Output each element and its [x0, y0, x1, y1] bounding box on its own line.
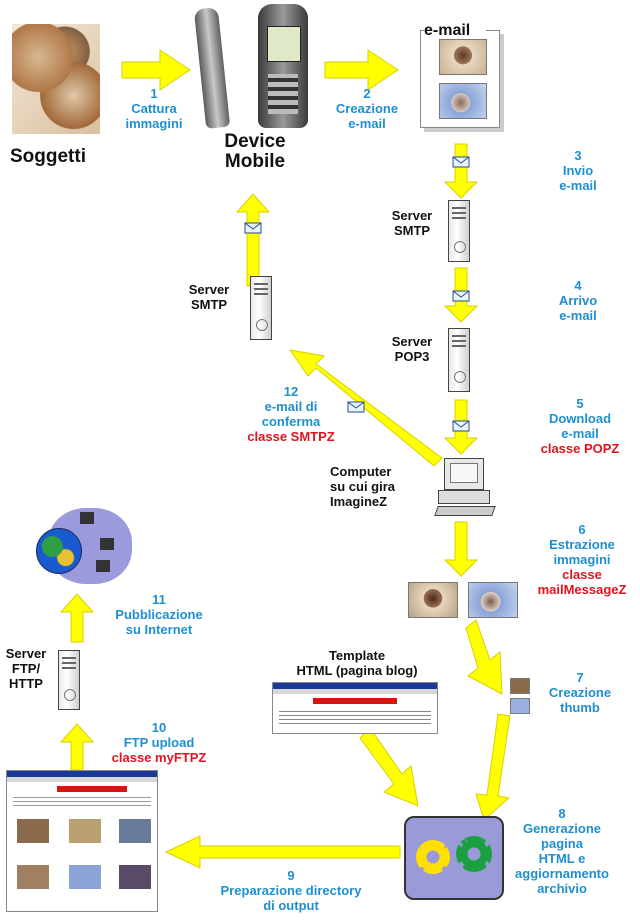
- soggetti-label: Soggetti: [10, 146, 86, 167]
- template-banner: [313, 698, 397, 704]
- arrow-up-device: [235, 193, 271, 287]
- template-page-thumbnail: [272, 682, 438, 734]
- blog-thumb: [119, 865, 151, 889]
- network-computer-icon: [100, 538, 114, 550]
- arrow-6: [443, 521, 479, 577]
- step-12-label: 12 e-mail di conferma classe SMTPZ: [247, 384, 335, 444]
- computer-icon: [434, 458, 496, 518]
- blog-text-lines: [13, 796, 151, 806]
- gear-yellow-icon: [416, 840, 450, 874]
- computer-monitor: [444, 458, 484, 490]
- kittens-photo: [12, 24, 100, 134]
- computer-keyboard: [434, 506, 496, 516]
- thumb-cat: [510, 678, 530, 694]
- email-doc-label: e-mail: [424, 22, 486, 39]
- arrow-7: [465, 619, 503, 695]
- template-text-lines: [279, 710, 431, 724]
- arrow-10: [59, 723, 95, 771]
- step-10-label: 10 FTP upload classe myFTPZ: [111, 720, 207, 765]
- email-photo-kitten: [439, 83, 487, 119]
- envelope-icon: [452, 156, 470, 168]
- server-pop3-icon: [448, 328, 470, 392]
- blog-thumb: [69, 819, 101, 843]
- email-document: [420, 30, 500, 128]
- phone-screen: [267, 26, 301, 62]
- network-computer-icon: [96, 560, 110, 572]
- thumb-kitten: [510, 698, 530, 714]
- blog-toolbar: [7, 777, 157, 782]
- blog-thumb: [69, 865, 101, 889]
- email-photo-cat: [439, 39, 487, 75]
- server-smtp-left-icon: [250, 276, 272, 340]
- template-toolbar: [273, 689, 437, 694]
- arrow-9: [164, 835, 401, 869]
- gear-green-icon: [456, 836, 492, 872]
- server-ftp-http-icon: [58, 650, 80, 710]
- arrow-2: [324, 49, 399, 91]
- blog-banner: [57, 786, 127, 792]
- blog-thumb: [17, 865, 49, 889]
- network-computer-icon: [80, 512, 94, 524]
- phone-main: [258, 4, 308, 128]
- internet-network-icon: [30, 504, 134, 588]
- processor-gears-icon: [404, 816, 504, 900]
- envelope-icon: [244, 222, 262, 234]
- output-blog-page: [6, 770, 158, 912]
- computer-case: [438, 490, 490, 504]
- arrow-8: [475, 713, 511, 821]
- arrow-12: [288, 349, 443, 467]
- template-titlebar: [273, 683, 437, 689]
- step-5-label: 5 Download e-mail classe POPZ: [540, 396, 620, 456]
- globe-icon: [36, 528, 82, 574]
- arrow-template: [359, 727, 419, 807]
- envelope-icon: [452, 290, 470, 302]
- server-smtp-right-icon: [448, 200, 470, 262]
- phone-keypad: [268, 74, 298, 114]
- arrow-3: [443, 143, 479, 199]
- arrow-1: [121, 49, 191, 91]
- blog-thumb: [119, 819, 151, 843]
- extracted-photo-kitten: [468, 582, 518, 618]
- envelope-icon: [452, 420, 470, 432]
- extracted-photo-cat: [408, 582, 458, 618]
- blog-titlebar: [7, 771, 157, 777]
- blog-thumb: [17, 819, 49, 843]
- computer-screen: [450, 463, 478, 483]
- arrow-11: [59, 593, 95, 643]
- step-6-label: 6 Estrazione immagini classe mailMessage…: [537, 522, 627, 597]
